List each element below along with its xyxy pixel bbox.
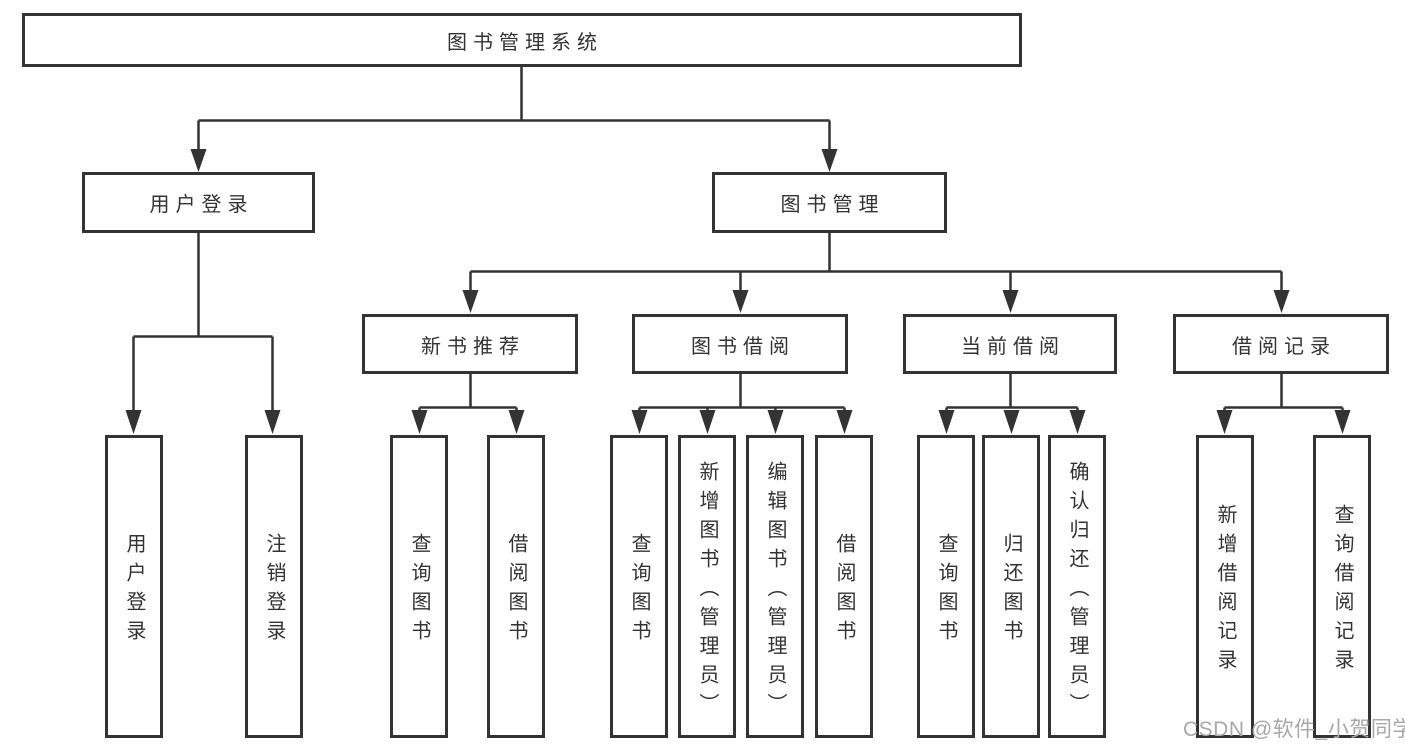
arrowhead-book-management [821,149,838,172]
arrowhead-leaf-user-login [125,410,142,434]
node-book-management-label: 图书管理 [780,194,885,216]
arrowhead-new-book [462,290,479,313]
leaf-borrow-books-borrow: 借阅图书 [815,435,873,738]
node-library-system: 图书管理系统 [22,13,1022,67]
leaf-query-books-newbook-label: 查询图书 [408,533,430,649]
connector-book-borrow-to-leaves [631,374,853,434]
node-borrowing-records-label: 借阅记录 [1232,335,1336,358]
node-borrowing-records: 借阅记录 [1173,314,1389,374]
leaf-user-login: 用户登录 [105,435,163,738]
connector-user-login-to-leaves [125,233,281,434]
leaf-return-book-label: 归还图书 [1000,533,1022,649]
leaf-query-books-newbook: 查询图书 [390,435,448,738]
leaf-confirm-return-admin-label: 确认归还（管理员） [1066,460,1088,722]
leaf-query-books-borrow-label: 查询图书 [628,533,650,649]
arrowhead-book-borrow [732,290,749,313]
connector-borrow-records-to-leaves [1216,374,1351,434]
leaf-edit-book-admin: 编辑图书（管理员） [746,435,804,738]
leaf-borrow-books-newbook: 借阅图书 [487,435,545,738]
leaf-return-book: 归还图书 [982,435,1040,738]
connector-new-book-to-leaves [411,374,525,434]
leaf-add-borrow-record: 新增借阅记录 [1196,435,1254,738]
node-new-book-recommendation: 新书推荐 [362,314,578,374]
leaf-user-login-label: 用户登录 [123,533,145,649]
arrowhead-user-login [190,149,207,172]
node-book-borrowing: 图书借阅 [632,314,848,374]
arrowhead-current-borrow [1002,290,1019,313]
arrowhead-leaf-logout [264,410,281,434]
leaf-logout: 注销登录 [245,435,303,738]
node-library-system-label: 图书管理系统 [447,31,603,54]
leaf-logout-label: 注销登录 [263,533,285,649]
leaf-borrow-books-borrow-label: 借阅图书 [833,533,855,649]
leaf-borrow-books-newbook-label: 借阅图书 [505,533,527,649]
leaf-query-books-current: 查询图书 [917,435,975,738]
node-book-borrowing-label: 图书借阅 [691,335,795,358]
leaf-query-borrow-record-label: 查询借阅记录 [1331,504,1353,678]
node-current-borrowing-label: 当前借阅 [961,335,1065,358]
node-new-book-recommendation-label: 新书推荐 [421,335,525,358]
leaf-query-books-borrow: 查询图书 [610,435,668,738]
node-user-login-label: 用户登录 [149,194,254,216]
csdn-watermark: CSDN @软件_小贺同学 [1183,718,1405,741]
leaf-edit-book-admin-label: 编辑图书（管理员） [764,460,786,722]
node-current-borrowing: 当前借阅 [903,314,1117,374]
leaf-query-books-current-label: 查询图书 [935,533,957,649]
leaf-query-borrow-record: 查询借阅记录 [1313,435,1371,738]
leaf-add-book-admin: 新增图书（管理员） [678,435,736,738]
leaf-confirm-return-admin: 确认归还（管理员） [1048,435,1106,738]
node-book-management: 图书管理 [712,172,947,233]
leaf-add-borrow-record-label: 新增借阅记录 [1214,504,1236,678]
node-user-login: 用户登录 [82,172,315,233]
arrowhead-borrow-records [1273,290,1290,313]
connector-book-management-to-level3 [462,233,1290,313]
connector-root-to-level2 [190,67,838,172]
leaf-add-book-admin-label: 新增图书（管理员） [696,460,718,722]
connector-current-borrow-to-leaves [938,374,1086,434]
